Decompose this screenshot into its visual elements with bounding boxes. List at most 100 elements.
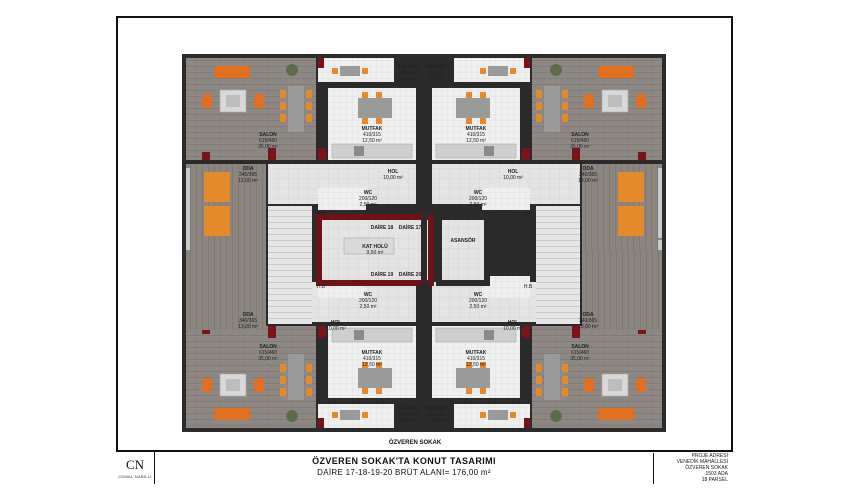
balcony-table xyxy=(488,66,508,76)
room-label: BALKON xyxy=(397,406,419,412)
bed xyxy=(204,206,230,236)
room-label: 410/315 xyxy=(363,132,381,138)
chair xyxy=(480,412,486,418)
chair xyxy=(362,118,368,124)
logo: CN CEMAL NABİLLI xyxy=(116,452,155,484)
plant-icon xyxy=(550,64,562,76)
room-label: 13,00 m² xyxy=(238,178,258,184)
armchair xyxy=(584,94,594,108)
chair xyxy=(536,114,542,122)
room-label: 340/365 xyxy=(239,318,257,324)
room-label: 35,00 m² xyxy=(258,356,278,362)
room-label: ODA xyxy=(242,166,254,172)
kitchen-counter xyxy=(331,327,413,343)
kitchen-table xyxy=(456,98,490,118)
room-label: H.B xyxy=(524,284,533,290)
sofa xyxy=(598,408,634,420)
drawing-title: ÖZVEREN SOKAK'TA KONUT TASARIMI xyxy=(312,456,496,466)
accent-column xyxy=(318,58,324,68)
chair xyxy=(466,118,472,124)
room-label: 295/130 xyxy=(427,412,445,418)
room-label: HOL xyxy=(508,320,519,326)
chair xyxy=(306,90,312,98)
room-label: MUTFAK xyxy=(466,350,487,356)
room-label: 200/120 xyxy=(469,298,487,304)
project-info-line: ÖZVEREN SOKAK xyxy=(685,465,728,471)
sofa xyxy=(214,408,250,420)
room-label: 35,00 m² xyxy=(570,356,590,362)
room-label: 410/315 xyxy=(467,356,485,362)
room-label: MUTFAK xyxy=(362,126,383,132)
kitchen-table xyxy=(456,368,490,388)
accent-column xyxy=(524,418,530,428)
project-info-line: 1503 ADA xyxy=(705,471,728,477)
armchair xyxy=(202,94,212,108)
wardrobe xyxy=(186,168,190,246)
chair xyxy=(536,102,542,110)
chair xyxy=(280,388,286,396)
chair xyxy=(536,388,542,396)
accent-column xyxy=(522,326,530,338)
stove-icon xyxy=(354,330,364,340)
chair xyxy=(466,362,472,368)
room-label: 295/130 xyxy=(399,70,417,76)
room-label: 4,00 m² xyxy=(428,76,445,82)
chair xyxy=(376,92,382,98)
accent-column xyxy=(318,418,324,428)
accent-column xyxy=(268,148,276,160)
room-label: 2,50 m² xyxy=(360,304,377,310)
chair xyxy=(376,388,382,394)
room-label: H.B xyxy=(317,211,326,217)
chair xyxy=(332,68,338,74)
wc-floor xyxy=(318,188,366,210)
room-label: 4,00 m² xyxy=(400,76,417,82)
room-label: 200/120 xyxy=(469,196,487,202)
room-label: 2,50 m² xyxy=(470,304,487,310)
room-label: 295/130 xyxy=(427,70,445,76)
oda-floor-lower-left xyxy=(186,250,266,330)
room-label: 12,50 m² xyxy=(362,362,382,368)
accent-column xyxy=(202,152,210,160)
chair xyxy=(362,362,368,368)
chair xyxy=(562,114,568,122)
room-label: 35,00 m² xyxy=(258,144,278,150)
room-label: ASANSÖR xyxy=(450,237,475,244)
room-label: 615/460 xyxy=(259,138,277,144)
room-label: 410/315 xyxy=(363,356,381,362)
chair xyxy=(480,388,486,394)
chair xyxy=(536,90,542,98)
chair xyxy=(332,412,338,418)
chair xyxy=(536,376,542,384)
sofa xyxy=(598,66,634,78)
furniture-salon-tl xyxy=(435,58,662,246)
coffee-table-top xyxy=(608,379,622,391)
chair xyxy=(510,68,516,74)
chair xyxy=(362,68,368,74)
chair xyxy=(280,114,286,122)
armchair xyxy=(584,378,594,392)
project-info-line: PROJE ADRESİ xyxy=(691,453,728,459)
chair xyxy=(306,102,312,110)
room-label: MUTFAK xyxy=(362,350,383,356)
chair xyxy=(562,90,568,98)
room-label: DAİRE 19 xyxy=(371,271,394,278)
accent-column xyxy=(522,148,530,160)
room-label: SALON xyxy=(259,132,277,138)
balcony-table xyxy=(488,410,508,420)
room-label: H.B xyxy=(317,284,326,290)
room-label: 2,50 m² xyxy=(470,202,487,208)
room-label: 200/120 xyxy=(359,196,377,202)
chair xyxy=(306,376,312,384)
armchair xyxy=(202,378,212,392)
logo-subtitle: CEMAL NABİLLI xyxy=(118,474,152,479)
kitchen-counter xyxy=(331,143,413,159)
accent-column xyxy=(638,152,646,160)
accent-column xyxy=(318,148,326,160)
stove-icon xyxy=(484,146,494,156)
room-label: SALON xyxy=(571,132,589,138)
chair xyxy=(562,376,568,384)
room-label: 2,50 m² xyxy=(360,202,377,208)
balcony-table xyxy=(340,410,360,420)
bed xyxy=(618,206,644,236)
room-label: SALON xyxy=(571,344,589,350)
